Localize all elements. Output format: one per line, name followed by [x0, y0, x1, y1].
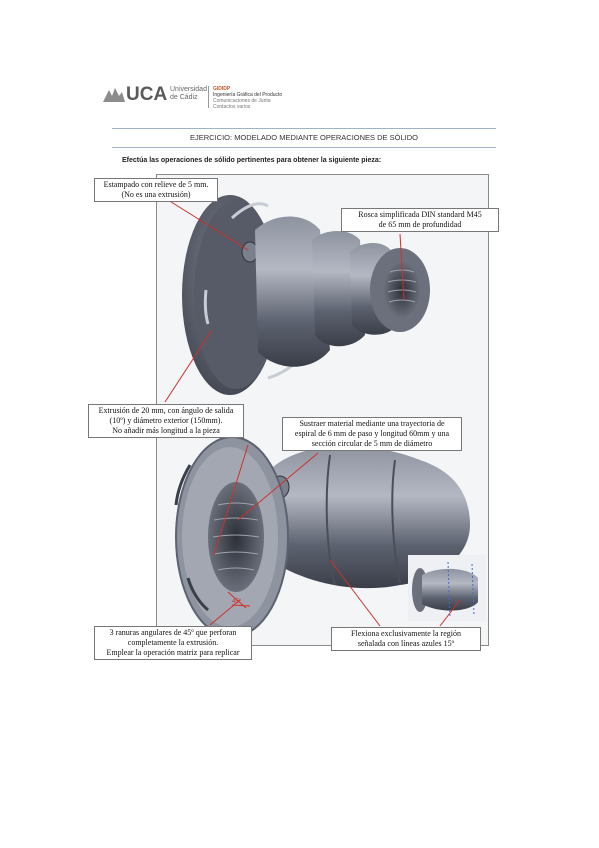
callout-slots: 3 ranuras angulares de 45º que perforan … — [94, 626, 252, 660]
document-title: EJERCICIO: MODELADO MEDIANTE OPERACIONES… — [190, 133, 418, 142]
bottom-thread-hole — [208, 482, 264, 592]
bottom-slot-1 — [174, 464, 192, 506]
logo-text: UCA — [126, 84, 168, 105]
university-name: Universidad de Cádiz — [170, 86, 207, 101]
bottom-slot-2 — [186, 577, 209, 612]
callout-thread: Rosca simplificada DIN standard M45 de 6… — [341, 208, 499, 232]
title-rule-bottom — [112, 147, 496, 148]
top-slot-1 — [230, 202, 269, 220]
callout-stamped: Estampado con relieve de 5 mm. (No es un… — [94, 178, 218, 202]
uca-logo: UCA — [126, 84, 167, 106]
header-divider — [208, 86, 209, 108]
bottom-view-part: 45º — [174, 436, 470, 638]
inset-part — [408, 555, 486, 621]
top-view-part — [182, 195, 430, 395]
instruction-text: Efectúa las operaciones de sólido pertin… — [122, 157, 382, 164]
title-rule-top — [112, 128, 496, 129]
callout-flex: Flexiona exclusivamente la región señala… — [331, 627, 481, 651]
uca-logo-mark-icon — [103, 88, 125, 102]
callout-sweep: Sustraer material mediante una trayector… — [282, 417, 462, 451]
callout-extrusion: Extrusión de 20 mm, con ángulo de salida… — [88, 404, 244, 438]
top-slot-2 — [203, 289, 210, 325]
bottom-body — [270, 446, 470, 589]
top-body-large — [255, 216, 330, 367]
research-group: GIDIDP Ingeniería Gráfica del Producto C… — [213, 86, 283, 110]
angle-marker — [227, 591, 251, 609]
angle-label: 45º — [232, 598, 242, 605]
leader-lines — [164, 199, 461, 627]
